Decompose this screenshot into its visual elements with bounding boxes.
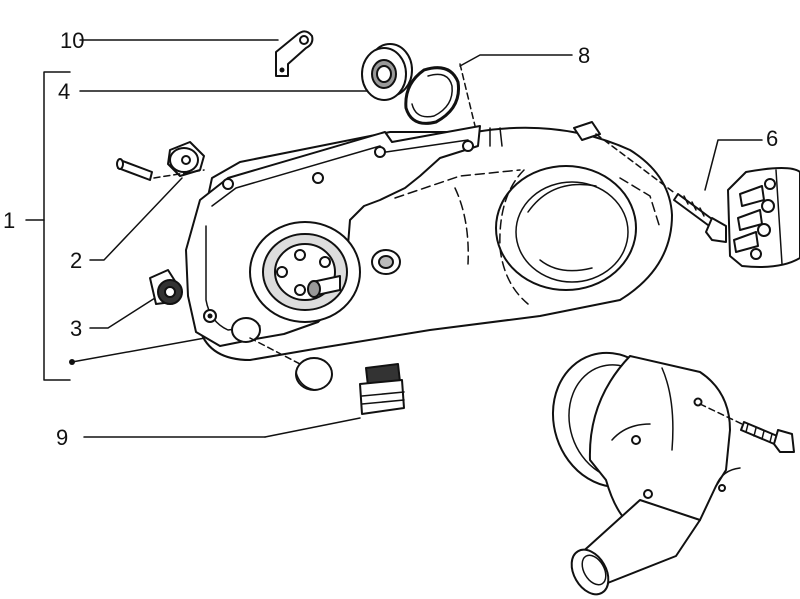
callout-6: 6	[766, 126, 779, 151]
part-4-bearing	[361, 43, 413, 101]
leader-10b	[264, 417, 361, 438]
group-bracket-1	[43, 71, 71, 381]
callout-2: 2	[70, 248, 83, 273]
leader-8	[459, 54, 573, 67]
part-3-rubber-bush	[149, 269, 183, 305]
callout-9: 10	[60, 28, 85, 53]
callout-1: 1	[3, 208, 16, 233]
transmission-cover	[185, 121, 673, 361]
dash-line-pin	[153, 169, 205, 179]
leader-6	[704, 139, 763, 191]
cover-plate-studs	[727, 167, 800, 268]
part-6-bolt	[673, 193, 727, 243]
part-8-circlip	[404, 66, 461, 125]
duct-bolt	[740, 421, 795, 453]
leader-dot-marker	[69, 359, 75, 365]
callout-3: 3	[70, 316, 83, 341]
callout-4: 4	[58, 79, 71, 104]
part-9-bracket	[275, 30, 314, 77]
callout-10: 9	[56, 425, 69, 450]
part-10-rubber-block	[359, 363, 405, 415]
leader-dot	[71, 337, 206, 363]
dash-line-duct	[699, 403, 743, 425]
leader-lines	[25, 39, 763, 438]
air-duct	[551, 351, 741, 596]
dash-line-bolt	[595, 133, 677, 195]
part-2-pin-bushing	[116, 141, 205, 181]
plug-cap	[249, 337, 333, 391]
callout-8: 8	[578, 43, 591, 68]
dash-line-bearing	[459, 63, 477, 131]
leader-3	[89, 297, 156, 329]
leader-2	[89, 177, 183, 261]
